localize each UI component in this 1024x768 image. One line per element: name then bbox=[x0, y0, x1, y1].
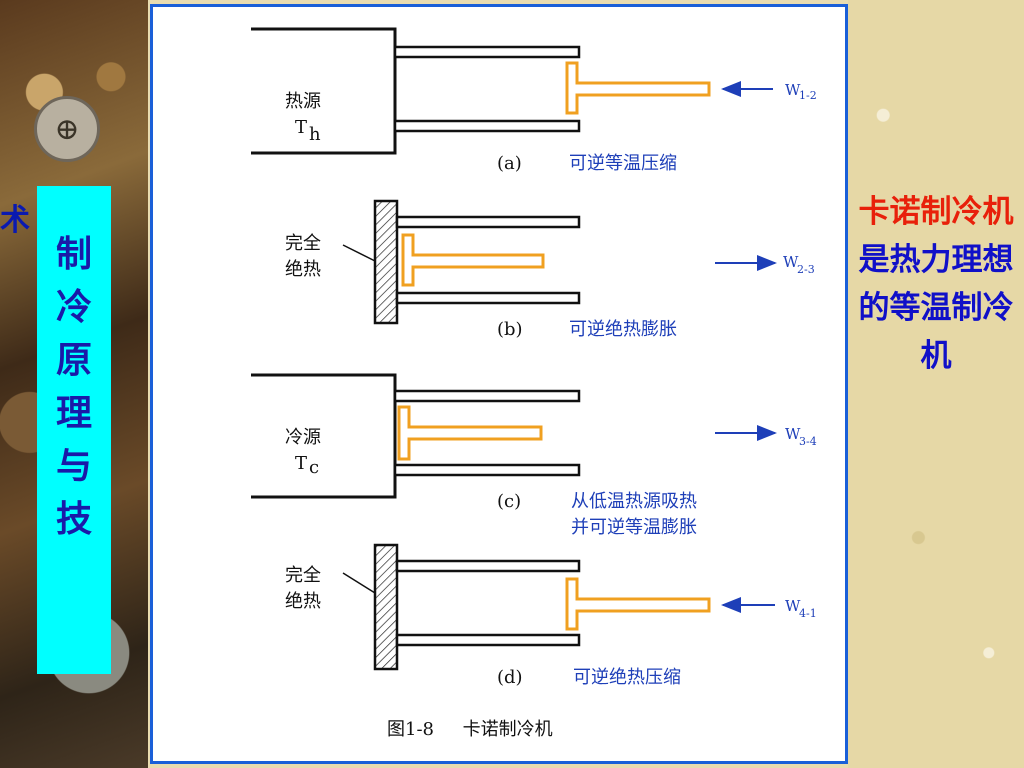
cylinder-wall-bottom bbox=[395, 633, 581, 647]
piston bbox=[397, 405, 543, 461]
decorative-right-background bbox=[848, 0, 1024, 768]
insulation-label-line1: 完全 bbox=[285, 565, 321, 586]
piston bbox=[401, 233, 545, 287]
stage-tag: (d) bbox=[497, 667, 523, 688]
figure-caption: 图1-8 卡诺制冷机 bbox=[387, 719, 553, 740]
side-title-char: 技 bbox=[55, 499, 92, 540]
cylinder-wall-top bbox=[395, 215, 581, 229]
source-label: 冷源 bbox=[285, 427, 321, 448]
temperature-symbol: T bbox=[295, 453, 307, 474]
cylinder-wall-top bbox=[395, 559, 581, 573]
side-title-char: 制 bbox=[55, 234, 92, 275]
work-subscript: 1-2 bbox=[799, 89, 817, 102]
stage-b: 完全 绝热 W 2-3 (b) 可逆绝热膨胀 bbox=[285, 199, 815, 340]
work-label: W bbox=[785, 597, 801, 615]
work-label: W bbox=[785, 425, 801, 443]
insulation-label-line2: 绝热 bbox=[285, 259, 321, 280]
stage-c: 冷源 T c W 3-4 (c) 从低温热源吸热 并可逆等温膨胀 bbox=[251, 373, 817, 538]
cylinder-wall-top bbox=[393, 389, 581, 403]
stage-d: 完全 绝热 W 4-1 (d) 可逆绝热压缩 bbox=[285, 543, 817, 688]
side-title-char: 原 bbox=[55, 340, 92, 381]
work-label: W bbox=[783, 253, 799, 271]
cylinder-wall-bottom bbox=[393, 119, 581, 133]
piston bbox=[565, 577, 711, 631]
stage-caption: 可逆绝热压缩 bbox=[573, 667, 681, 688]
side-title-fragment: 术 bbox=[0, 203, 30, 238]
side-title-char: 与 bbox=[55, 446, 92, 487]
stage-caption: 可逆绝热膨胀 bbox=[569, 319, 677, 340]
side-title-box: 制 冷 原 理 与 技 bbox=[37, 186, 111, 674]
heat-source-block bbox=[251, 27, 397, 155]
side-note-highlight: 卡诺制冷机 bbox=[858, 194, 1014, 230]
stage-caption-line1: 从低温热源吸热 bbox=[571, 491, 697, 512]
cylinder-wall-top bbox=[393, 45, 581, 59]
cold-source-block bbox=[251, 373, 397, 499]
work-subscript: 4-1 bbox=[799, 607, 817, 620]
insulation-label-line2: 绝热 bbox=[285, 591, 321, 612]
insulation-wall bbox=[373, 543, 399, 671]
stage-tag: (a) bbox=[497, 153, 522, 174]
cylinder-wall-bottom bbox=[395, 291, 581, 305]
stage-a: 热源 T h W 1-2 (a) 可逆等温压缩 bbox=[251, 27, 817, 174]
stage-tag: (c) bbox=[497, 491, 521, 512]
side-title-char: 理 bbox=[55, 393, 92, 434]
side-title-char: 冷 bbox=[55, 287, 92, 328]
temperature-subscript: c bbox=[309, 457, 319, 478]
stage-caption-line2: 并可逆等温膨胀 bbox=[571, 517, 697, 538]
stage-caption: 可逆等温压缩 bbox=[569, 153, 677, 174]
coin-logo: ⊕ bbox=[34, 96, 100, 162]
figure-panel: 热源 T h W 1-2 (a) 可逆等温压缩 完全 绝热 W 2-3 (b) … bbox=[150, 4, 848, 764]
insulation-label-line1: 完全 bbox=[285, 233, 321, 254]
piston bbox=[565, 61, 711, 115]
temperature-subscript: h bbox=[309, 124, 321, 145]
insulation-wall bbox=[373, 199, 399, 325]
insulation-pointer bbox=[342, 572, 376, 594]
work-subscript: 2-3 bbox=[797, 263, 815, 276]
insulation-pointer bbox=[342, 244, 376, 262]
side-note: 卡诺制冷机是热力理想的等温制冷机 bbox=[852, 188, 1020, 380]
work-subscript: 3-4 bbox=[799, 435, 817, 448]
work-label: W bbox=[785, 81, 801, 99]
temperature-symbol: T bbox=[295, 117, 307, 138]
source-label: 热源 bbox=[285, 91, 321, 112]
cylinder-wall-bottom bbox=[393, 463, 581, 477]
carnot-diagram: 热源 T h W 1-2 (a) 可逆等温压缩 完全 绝热 W 2-3 (b) … bbox=[251, 27, 817, 740]
side-note-text: 是热力理想的等温制冷机 bbox=[858, 242, 1014, 374]
stage-tag: (b) bbox=[497, 319, 523, 340]
